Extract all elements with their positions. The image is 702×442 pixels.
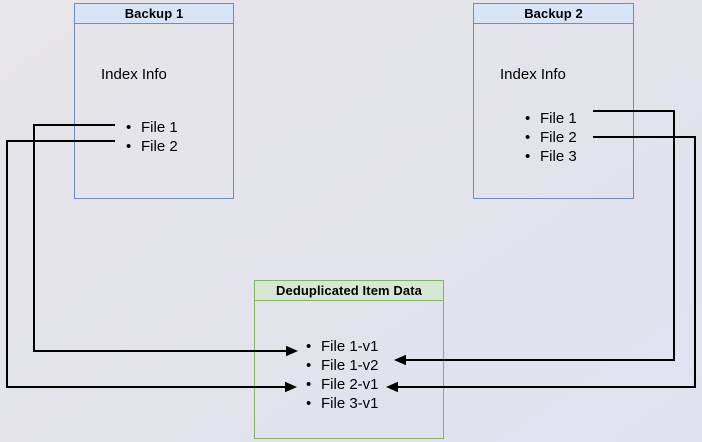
bullet-icon: • bbox=[306, 376, 312, 393]
bullet-icon: • bbox=[525, 129, 531, 146]
backup2-title: Backup 2 bbox=[524, 6, 583, 21]
backup1-box: Backup 1 Index Info • File 1 • File 2 bbox=[74, 3, 234, 199]
bullet-icon: • bbox=[126, 119, 132, 136]
file-label: File 3 bbox=[540, 148, 577, 165]
bullet-icon: • bbox=[525, 110, 531, 127]
backup2-file-list: • File 1 • File 2 • File 3 bbox=[525, 109, 577, 166]
bullet-icon: • bbox=[306, 395, 312, 412]
list-item: • File 1 bbox=[525, 109, 577, 128]
file-label: File 2 bbox=[540, 129, 577, 146]
file-version-label: File 2-v1 bbox=[321, 376, 379, 393]
bullet-icon: • bbox=[306, 338, 312, 355]
list-item: • File 1-v2 bbox=[306, 356, 379, 375]
backup2-box: Backup 2 Index Info • File 1 • File 2 • … bbox=[473, 3, 634, 199]
file-label: File 1 bbox=[141, 119, 178, 136]
bullet-icon: • bbox=[525, 148, 531, 165]
dedup-title: Deduplicated Item Data bbox=[276, 283, 422, 298]
file-label: File 2 bbox=[141, 138, 178, 155]
list-item: • File 1-v1 bbox=[306, 337, 379, 356]
file-version-label: File 1-v2 bbox=[321, 357, 379, 374]
file-label: File 1 bbox=[540, 110, 577, 127]
file-version-label: File 1-v1 bbox=[321, 338, 379, 355]
backup1-header: Backup 1 bbox=[75, 4, 233, 24]
list-item: • File 1 bbox=[126, 118, 178, 137]
list-item: • File 2-v1 bbox=[306, 375, 379, 394]
file-version-label: File 3-v1 bbox=[321, 395, 379, 412]
dedup-header: Deduplicated Item Data bbox=[255, 281, 443, 301]
backup2-header: Backup 2 bbox=[474, 4, 633, 24]
backup1-file-list: • File 1 • File 2 bbox=[126, 118, 178, 156]
bullet-icon: • bbox=[126, 138, 132, 155]
list-item: • File 2 bbox=[126, 137, 178, 156]
backup1-index-info-label: Index Info bbox=[101, 66, 167, 83]
dedup-item-list: • File 1-v1 • File 1-v2 • File 2-v1 • Fi… bbox=[306, 337, 379, 413]
backup1-title: Backup 1 bbox=[124, 6, 184, 21]
dedup-box: Deduplicated Item Data • File 1-v1 • Fil… bbox=[254, 280, 444, 439]
backup2-index-info-label: Index Info bbox=[500, 66, 566, 83]
list-item: • File 3 bbox=[525, 147, 577, 166]
list-item: • File 2 bbox=[525, 128, 577, 147]
bullet-icon: • bbox=[306, 357, 312, 374]
list-item: • File 3-v1 bbox=[306, 394, 379, 413]
